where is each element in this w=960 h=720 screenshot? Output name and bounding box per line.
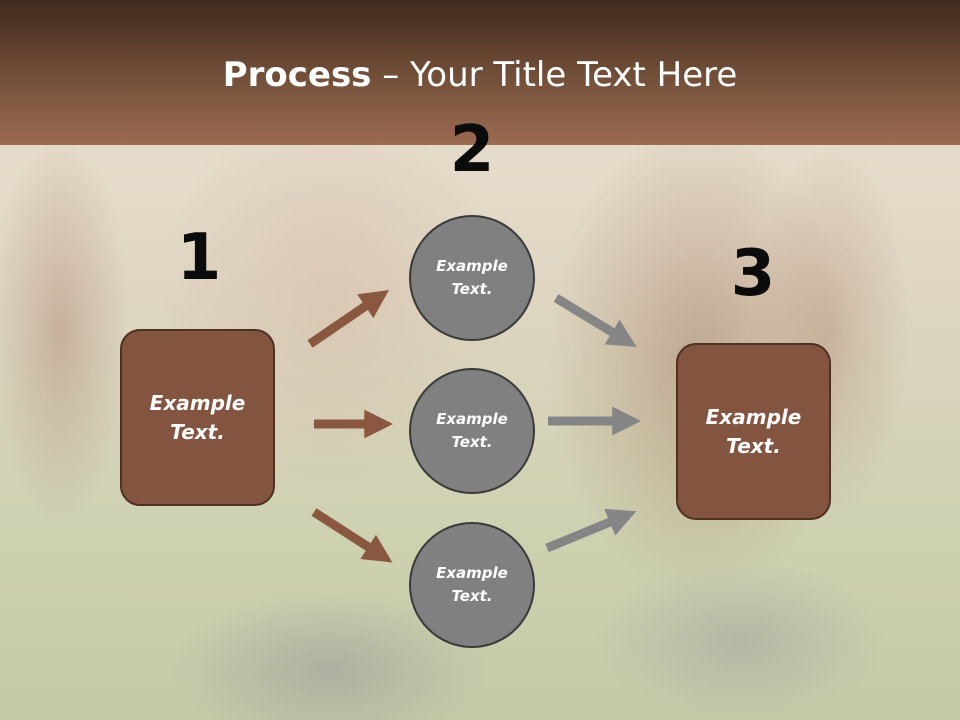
title-band (0, 0, 960, 145)
step-2-circle-middle[interactable]: Example Text. (409, 368, 535, 494)
step-2-circle-bottom[interactable]: Example Text. (409, 522, 535, 648)
arrow-to-circle-bottom (311, 508, 393, 563)
arrow-from-circle-top (553, 294, 637, 347)
title-bold: Process (222, 55, 372, 95)
circle-middle-text: Example Text. (436, 410, 508, 451)
step-number-1: 1 (176, 221, 222, 295)
step-number-2: 2 (449, 113, 495, 187)
title-rest: – Your Title Text Here (371, 55, 738, 95)
circle-top-text: Example Text. (436, 257, 508, 298)
step-3-text: Example Text. (705, 404, 802, 458)
circle-bottom-text: Example Text. (436, 564, 508, 605)
step-1-text: Example Text. (149, 390, 246, 444)
arrow-to-circle-top (307, 290, 390, 348)
arrow-from-circle-bottom (545, 508, 637, 553)
step-number-3: 3 (730, 237, 776, 311)
step-1-box[interactable]: Example Text. (120, 329, 275, 506)
step-2-circle-top[interactable]: Example Text. (409, 215, 535, 341)
step-3-box[interactable]: Example Text. (676, 343, 831, 520)
slide-title[interactable]: Process – Your Title Text Here (0, 52, 960, 98)
